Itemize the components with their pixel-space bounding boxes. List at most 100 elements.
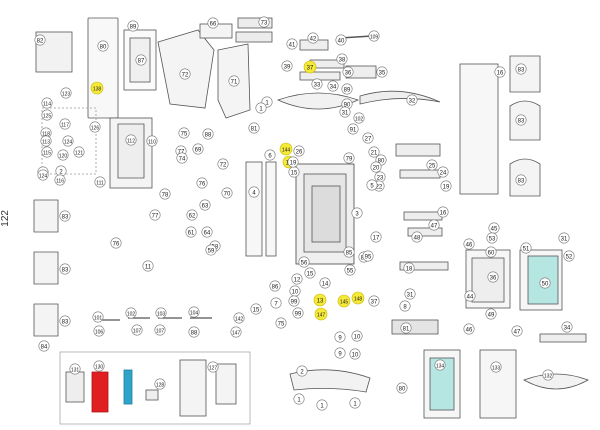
callout-label: 27 xyxy=(365,136,372,142)
callout-label: 24 xyxy=(440,170,447,176)
callout-label: 72 xyxy=(182,72,189,78)
callout-label: 83 xyxy=(62,214,69,220)
callout-148: 148 xyxy=(351,291,365,305)
callout-label: 15 xyxy=(253,307,260,313)
callout-47: 47 xyxy=(511,325,523,337)
callout-label: 90 xyxy=(344,102,351,108)
callout-24: 24 xyxy=(437,166,449,178)
callout-71: 71 xyxy=(228,75,240,87)
callout-130: 130 xyxy=(93,360,105,372)
callout-73: 73 xyxy=(258,16,270,28)
callout-84: 84 xyxy=(38,340,50,352)
callout-label: 144 xyxy=(282,147,291,153)
callout-99: 99 xyxy=(292,307,304,319)
callout-41: 41 xyxy=(286,38,298,50)
callout-107: 107 xyxy=(131,324,143,336)
callout-label: 39 xyxy=(284,64,291,70)
callout-56: 56 xyxy=(298,256,310,268)
callout-label: 55 xyxy=(347,268,354,274)
callout-label: 124 xyxy=(39,173,48,179)
callout-55: 55 xyxy=(344,264,356,276)
callout-label: 36 xyxy=(490,275,497,281)
callout-87: 87 xyxy=(135,54,147,66)
callout-117: 117 xyxy=(59,118,71,130)
callout-label: 42 xyxy=(310,36,317,42)
callout-132: 132 xyxy=(542,369,554,381)
callout-133: 133 xyxy=(490,361,502,373)
callout-85: 85 xyxy=(343,246,355,258)
callout-label: 34 xyxy=(330,84,337,90)
callout-label: 1 xyxy=(297,397,301,403)
callout-47: 47 xyxy=(428,219,440,231)
callout-label: 87 xyxy=(138,58,145,64)
callout-label: 107 xyxy=(156,328,165,334)
callout-124: 124 xyxy=(37,169,49,181)
callout-label: 85 xyxy=(346,250,353,256)
callout-label: 3 xyxy=(355,211,359,217)
callout-label: 75 xyxy=(181,131,188,137)
callout-label: 16 xyxy=(440,210,447,216)
callout-80: 80 xyxy=(97,40,109,52)
callout-label: 1 xyxy=(265,100,269,106)
callout-label: 11 xyxy=(145,264,152,270)
callout-label: 125 xyxy=(43,113,52,119)
callout-label: 63 xyxy=(202,203,209,209)
callout-label: 77 xyxy=(178,149,185,155)
callout-99: 99 xyxy=(288,295,300,307)
callout-label: 83 xyxy=(518,118,525,124)
part-rod-4 xyxy=(245,161,263,257)
callout-label: 41 xyxy=(289,42,296,48)
callout-2: 2 xyxy=(296,365,308,377)
callout-51: 51 xyxy=(520,242,532,254)
callout-label: 116 xyxy=(56,178,64,184)
callout-15: 15 xyxy=(304,267,316,279)
callout-label: 89 xyxy=(344,87,351,93)
callout-1: 1 xyxy=(255,102,267,114)
callout-103: 103 xyxy=(155,307,167,319)
part-ring-132 xyxy=(523,373,589,390)
callout-label: 21 xyxy=(371,150,378,156)
callout-126: 126 xyxy=(89,121,101,133)
callout-32: 32 xyxy=(406,94,418,106)
callout-label: 70 xyxy=(224,191,231,197)
callout-label: 26 xyxy=(296,149,303,155)
callout-label: 123 xyxy=(62,91,71,97)
callout-label: 101 xyxy=(94,315,103,321)
callout-label: 10 xyxy=(352,352,359,358)
callout-label: 7 xyxy=(274,301,278,307)
callout-label: 79 xyxy=(346,156,353,162)
callout-label: 46 xyxy=(466,242,473,248)
callout-label: 1 xyxy=(320,403,324,409)
callout-121: 121 xyxy=(73,146,85,158)
callout-label: 19 xyxy=(443,184,450,190)
callout-125: 125 xyxy=(41,109,53,121)
callout-5: 5 xyxy=(366,179,378,191)
callout-label: 148 xyxy=(354,296,363,302)
callout-label: 95 xyxy=(365,254,372,260)
callout-38: 38 xyxy=(336,53,348,65)
callout-114: 114 xyxy=(41,97,53,109)
callout-label: 83 xyxy=(518,178,525,184)
callout-label: 51 xyxy=(523,246,530,252)
callout-label: 107 xyxy=(133,328,142,334)
callout-label: 20 xyxy=(373,165,380,171)
callout-label: 132 xyxy=(544,373,553,379)
callout-label: 127 xyxy=(209,365,218,371)
callout-147: 147 xyxy=(230,326,242,338)
callout-110: 110 xyxy=(146,135,158,147)
callout-label: 33 xyxy=(314,82,321,88)
callout-label: 62 xyxy=(189,213,196,219)
callout-49: 49 xyxy=(485,308,497,320)
callout-45: 45 xyxy=(488,222,500,234)
callout-14: 14 xyxy=(319,277,331,289)
callout-19: 19 xyxy=(440,180,452,192)
callout-74: 74 xyxy=(176,152,188,164)
callout-label: 46 xyxy=(466,327,473,333)
callout-label: 83 xyxy=(62,319,69,325)
callout-label: 89 xyxy=(130,24,137,30)
part-grate-73 xyxy=(237,17,273,29)
callout-label: 147 xyxy=(317,312,326,318)
callout-37: 37 xyxy=(303,60,317,74)
callout-label: 49 xyxy=(488,312,495,318)
callout-label: 14 xyxy=(322,281,329,287)
